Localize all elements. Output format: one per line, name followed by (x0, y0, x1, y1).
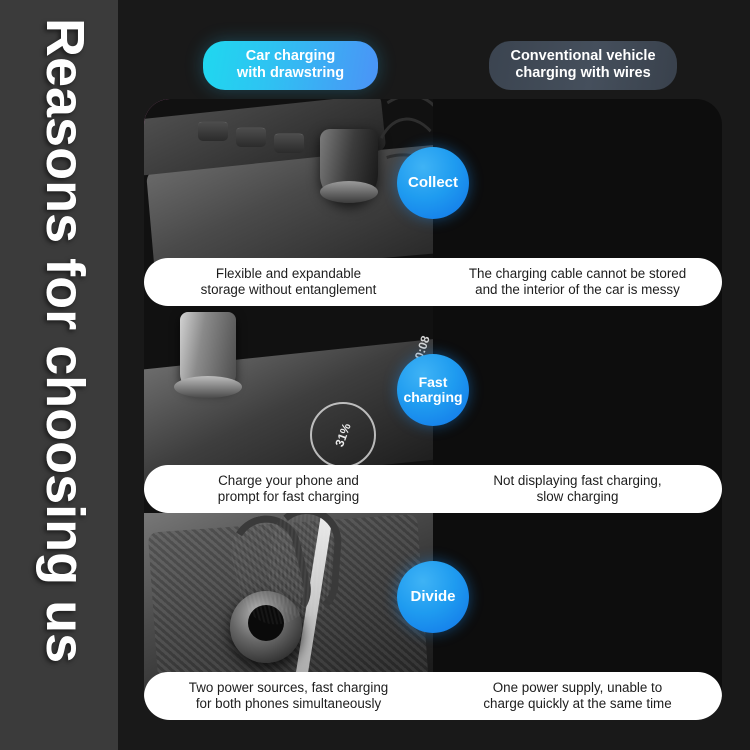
console-button (236, 127, 266, 147)
row3-left-caption: Two power sources, fast charging for bot… (188, 679, 389, 711)
car-charger-ring (320, 181, 378, 203)
console-button (198, 121, 228, 141)
row3-right-caption: One power supply, unable to charge quick… (483, 679, 672, 711)
row-badge-divide: Divide (397, 561, 469, 633)
header-badge-ours: Car charging with drawstring (203, 41, 378, 91)
row2-captions: Charge your phone and prompt for fast ch… (144, 465, 722, 513)
battery-percent-ring: 31% (310, 402, 376, 468)
console-button (274, 133, 304, 153)
row-badge-collect: Collect (397, 147, 469, 219)
row1-right-caption: The charging cable cannot be stored and … (468, 265, 687, 297)
battery-percent-value: 31% (332, 421, 354, 449)
row1-left-caption: Flexible and expandable storage without … (200, 265, 377, 297)
page-title: Reasons for choosing us (35, 18, 95, 664)
row-badge-fast-charging: Fast charging (397, 354, 469, 426)
metal-charger-base (174, 376, 242, 398)
row2-left-caption: Charge your phone and prompt for fast ch… (217, 472, 360, 504)
side-title-panel: Reasons for choosing us (0, 0, 118, 750)
comparison-card: Collect Flexible and expandable storage … (144, 99, 722, 720)
row2-right-caption: Not displaying fast charging, slow charg… (493, 472, 662, 504)
header-badge-conventional: Conventional vehicle charging with wires (489, 41, 677, 91)
comparison-row-divide: 11:39 73.9% (144, 513, 722, 720)
car-charger-socket-inner (248, 605, 284, 641)
row3-captions: Two power sources, fast charging for bot… (144, 672, 722, 720)
row1-captions: Flexible and expandable storage without … (144, 258, 722, 306)
comparison-row-collect: Collect Flexible and expandable storage … (144, 99, 722, 306)
side-title-wrapper: Reasons for choosing us (0, 0, 118, 750)
comparison-row-fast-charging: ⚡ 20:08 Sat, May 16 31% Fast charging Ch… (144, 306, 722, 513)
